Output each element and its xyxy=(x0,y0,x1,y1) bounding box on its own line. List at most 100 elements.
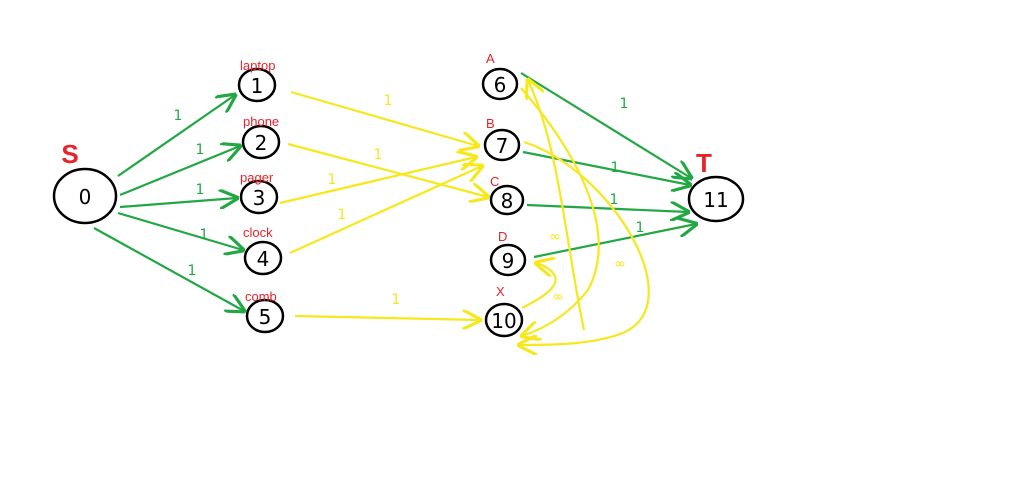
edge-7-10: ∞ xyxy=(519,140,650,345)
edge-10-6 xyxy=(528,80,586,331)
edge-capacity-label: 1 xyxy=(611,160,620,176)
edge-line xyxy=(117,95,235,177)
edge-capacity-label: 1 xyxy=(338,207,347,223)
node-11: 11 xyxy=(687,175,745,223)
node-0: 0 xyxy=(52,167,118,225)
edge-capacity-label: 1 xyxy=(374,147,383,163)
edge-capacity-label: 1 xyxy=(636,220,645,236)
node-number: 2 xyxy=(255,131,268,155)
edge-line xyxy=(526,205,688,212)
edge-capacity-label: 1 xyxy=(174,108,183,124)
edge-9-11: 1 xyxy=(533,220,696,259)
edge-line xyxy=(279,157,476,205)
node-number: 11 xyxy=(703,188,728,212)
edge-capacity-label: 1 xyxy=(200,227,209,243)
edge-line xyxy=(533,224,696,259)
edge-capacity-label: 1 xyxy=(196,142,205,158)
edges-layer: 1 1 1 1 1 1 1 1 1 1 1 1 1 1 ∞ ∞ ∞ xyxy=(93,72,696,345)
edge-line xyxy=(119,198,237,207)
edge-capacity-label: 1 xyxy=(196,182,205,198)
edge-6-10: ∞ xyxy=(521,87,600,336)
edge-line xyxy=(290,90,478,146)
edge-curve xyxy=(521,263,557,309)
edge-4-7: 1 xyxy=(289,166,482,255)
edge-line xyxy=(522,150,690,185)
source-label: S xyxy=(61,139,78,169)
node-circle xyxy=(241,124,281,160)
edge-line xyxy=(117,211,243,250)
node-label: X xyxy=(496,284,505,299)
edge-3-7: 1 xyxy=(279,157,476,205)
edge-0-1: 1 xyxy=(117,95,235,177)
edge-capacity-label: 1 xyxy=(392,292,401,308)
node-number: 9 xyxy=(502,249,515,273)
node-circle xyxy=(243,240,283,276)
node-number: 4 xyxy=(257,247,270,271)
node-number: 7 xyxy=(496,134,509,158)
node-number: 1 xyxy=(251,74,264,98)
node-circle xyxy=(484,302,524,338)
edge-line xyxy=(119,146,240,197)
node-label: comb xyxy=(245,289,277,304)
edge-line xyxy=(294,316,480,320)
node-number: 6 xyxy=(494,73,507,97)
node-label: B xyxy=(486,116,495,131)
node-label: clock xyxy=(243,225,273,240)
node-number: 3 xyxy=(253,186,266,210)
node-circle xyxy=(245,298,285,334)
edge-capacity-label: ∞ xyxy=(552,289,564,305)
node-number: 10 xyxy=(491,309,516,333)
sink-label: T xyxy=(696,148,712,178)
node-label: phone xyxy=(243,114,279,129)
node-circle xyxy=(237,67,277,103)
edge-2-8: 1 xyxy=(287,142,488,197)
edge-capacity-label: 1 xyxy=(328,172,337,188)
edge-7-11: 1 xyxy=(522,150,690,185)
node-number: 5 xyxy=(259,305,272,329)
edge-capacity-label: 1 xyxy=(384,93,393,109)
edge-capacity-label: 1 xyxy=(610,192,619,208)
edge-1-7: 1 xyxy=(290,90,478,146)
node-label: C xyxy=(490,174,499,189)
edge-10-9: ∞ xyxy=(521,263,564,309)
node-label: A xyxy=(486,51,495,66)
edge-8-11: 1 xyxy=(526,192,688,212)
node-number: 0 xyxy=(79,185,92,209)
edge-0-2: 1 xyxy=(119,142,240,197)
node-circle xyxy=(483,128,521,162)
edge-line xyxy=(93,227,244,311)
node-circle xyxy=(52,167,118,225)
edge-capacity-label: ∞ xyxy=(549,229,561,245)
node-label: laptop xyxy=(240,58,275,73)
edge-curve xyxy=(519,140,650,345)
node-4: 4 clock xyxy=(243,225,283,276)
edge-line xyxy=(520,72,691,178)
edge-line xyxy=(289,166,482,255)
node-6: 6A xyxy=(481,51,519,101)
node-10: 10 X xyxy=(484,284,524,338)
edge-0-3: 1 xyxy=(119,182,237,207)
node-label: pager xyxy=(240,170,274,185)
edge-capacity-label: 1 xyxy=(188,263,197,279)
node-circle xyxy=(489,243,527,277)
edge-curve xyxy=(521,87,600,336)
edge-6-11: 1 xyxy=(520,72,691,178)
edge-capacity-label: 1 xyxy=(620,96,629,112)
node-circle xyxy=(489,184,525,216)
node-2: 2 phone xyxy=(241,114,281,160)
nodes-layer: 01laptop2phone3pager4clock5comb6A7B8C9D1… xyxy=(52,51,745,338)
node-number: 8 xyxy=(501,189,514,213)
node-8: 8C xyxy=(489,174,525,216)
edge-curve xyxy=(528,80,586,331)
node-9: 9D xyxy=(489,229,527,277)
edge-capacity-label: ∞ xyxy=(614,256,626,272)
edge-line xyxy=(287,142,488,197)
edge-0-4: 1 xyxy=(117,211,243,250)
node-circle xyxy=(481,67,519,101)
node-circle xyxy=(239,179,279,215)
edge-5-10: 1 xyxy=(294,292,480,320)
